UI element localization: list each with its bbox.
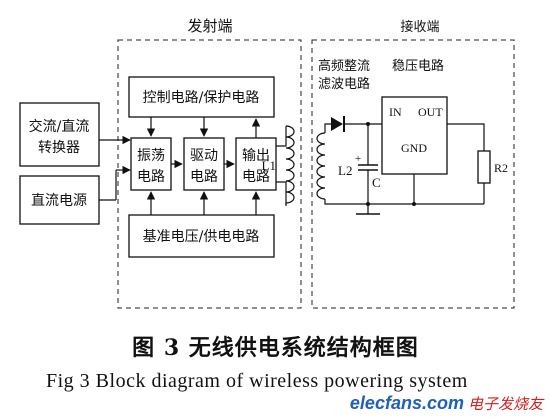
regulator-label: 稳压电路 bbox=[392, 58, 444, 74]
control-protection-label: 控制电路/保护电路 bbox=[143, 90, 260, 106]
cap-plus-sign: + bbox=[355, 153, 361, 165]
capacitor-label: C bbox=[372, 175, 381, 190]
ac-dc-converter-label-1: 交流/直流 bbox=[29, 118, 90, 135]
output-label-1: 输出 bbox=[242, 148, 270, 164]
resistor-label: R2 bbox=[494, 161, 508, 175]
resistor-r2 bbox=[477, 150, 491, 184]
reference-supply-block bbox=[128, 214, 275, 258]
l2-bottom-wire bbox=[324, 199, 484, 205]
output-label-2: 电路 bbox=[242, 169, 270, 185]
oscillator-label-2: 电路 bbox=[137, 169, 165, 185]
watermark-chinese: 电子发烧友 bbox=[467, 395, 543, 413]
coil-l1 bbox=[285, 125, 295, 206]
junction-bottom bbox=[366, 202, 370, 206]
dc-supply-label: 直流电源 bbox=[31, 192, 87, 209]
diode bbox=[331, 117, 343, 131]
output-to-coil-top bbox=[276, 126, 287, 147]
regulator-gnd-pin: GND bbox=[401, 141, 427, 155]
driver-label-1: 驱动 bbox=[190, 148, 218, 164]
coil-l2-label: L2 bbox=[338, 163, 352, 178]
l2-top-wire bbox=[324, 123, 331, 133]
ac-dc-converter-block bbox=[19, 102, 100, 167]
rectifier-label-2: 滤波电路 bbox=[318, 76, 370, 92]
output-to-coil-bottom bbox=[276, 181, 287, 205]
control-protection-block bbox=[128, 76, 275, 118]
figure-caption-chinese: 图 3 无线供电系统结构框图 bbox=[132, 335, 419, 361]
dc-supply-block bbox=[19, 175, 100, 225]
rectifier-label-1: 高频整流 bbox=[318, 58, 370, 74]
receiver-region bbox=[311, 39, 515, 309]
regulator-out-pin: OUT bbox=[418, 105, 443, 119]
output-block bbox=[235, 137, 277, 191]
oscillator-label-1: 振荡 bbox=[137, 148, 165, 164]
junction-gnd bbox=[412, 202, 416, 206]
transmitter-region bbox=[117, 39, 302, 309]
watermark-logo: elecfans.com bbox=[349, 393, 464, 413]
ac-dc-converter-label-2: 转换器 bbox=[38, 139, 80, 156]
regulator-in-pin: IN bbox=[389, 105, 402, 119]
driver-label-2: 电路 bbox=[190, 169, 218, 185]
coil-l2 bbox=[316, 132, 326, 200]
receiver-title: 接收端 bbox=[400, 19, 439, 35]
regulator-out-wire bbox=[447, 123, 485, 151]
transmitter-title: 发射端 bbox=[187, 17, 232, 35]
reference-supply-label: 基准电压/供电电路 bbox=[143, 228, 260, 245]
figure-caption-english: Fig 3 Block diagram of wireless powering… bbox=[46, 370, 468, 392]
coil-l1-label: L1 bbox=[262, 158, 276, 173]
oscillator-block bbox=[130, 137, 172, 191]
regulator-ic bbox=[381, 96, 448, 175]
